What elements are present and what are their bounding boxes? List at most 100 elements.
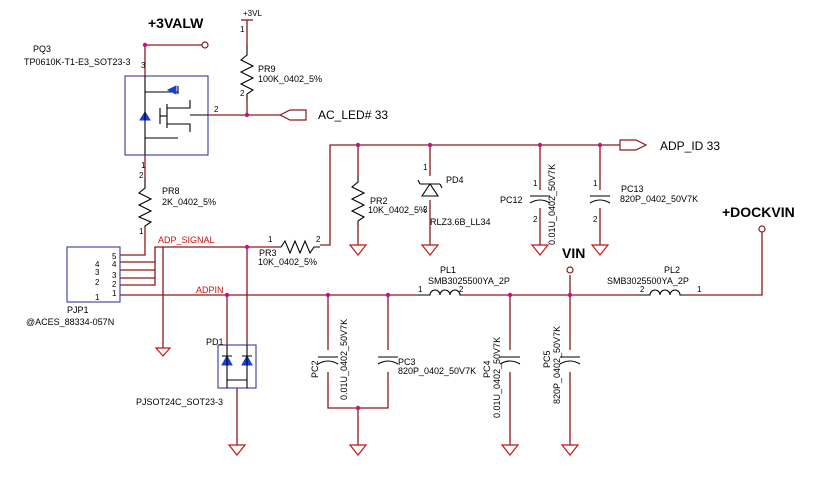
pr9-ref-label: PR9 [258, 64, 276, 74]
pin-label: 3 [141, 61, 146, 70]
pc2-capacitor: PC2 0.01U_0402_50V7K [310, 319, 349, 400]
pin-label: 1 [423, 163, 428, 172]
dockvin-terminal [758, 225, 766, 233]
port-adp-id-label: ADP_ID 33 [660, 139, 720, 153]
pr3-value-label: 10K_0402_5% [258, 257, 317, 267]
pq3-mosfet: 3 2 1 PQ3 TP0610K-T1-E3_SOT23-3 [24, 44, 219, 170]
pin-label: 2 [240, 89, 245, 98]
power-3vl-label: +3VL [243, 9, 262, 18]
junction-dot [427, 142, 433, 148]
pc12-value-label: 0.01U_0402_50V7K [547, 164, 557, 245]
pr2-resistor: PR2 10K_0402_5% [350, 176, 427, 226]
pc13-ref-label: PC13 [621, 184, 644, 194]
power-dockvin-label: +DOCKVIN [722, 204, 795, 220]
junction-dot [142, 42, 148, 48]
pin-label: 1 [697, 285, 702, 294]
pin-label: 2 [316, 235, 321, 244]
pc5-ref-label: PC5 [542, 350, 552, 368]
pjp1-pin-label: 2 [95, 278, 100, 287]
pr8-resistor: 2 1 PR8 2K_0402_5% [137, 171, 216, 236]
ac-led-port-flag [278, 109, 307, 121]
pin-label: 1 [593, 179, 598, 188]
pc2-ref-label: PC2 [310, 360, 320, 378]
pin-label: 2 [139, 171, 144, 180]
pin-label: 2 [459, 285, 464, 294]
pjp1-pin-label: 3 [112, 271, 117, 280]
wires [120, 20, 763, 445]
pjp1-pin-label: 5 [112, 252, 117, 261]
pjp1-pin-label: 1 [95, 293, 100, 302]
junction-dot [507, 292, 513, 298]
pc4-value-label: 0.01U_0402_50V7K [492, 337, 502, 418]
pin-label: 2 [593, 215, 598, 224]
pl1-ref-label: PL1 [440, 265, 456, 275]
ground-symbol [500, 444, 520, 456]
pjp1-connector: 5 4 3 2 1 3 2 1 4 PJP1 @ACES_88334-057N [26, 246, 121, 327]
junction-dot [597, 142, 603, 148]
pc3-capacitor: PC3 820P_0402_50V7K [377, 356, 476, 376]
pc3-ref-label: PC3 [398, 357, 416, 367]
pin-label: 1 [139, 227, 144, 236]
ground-symbol [420, 244, 440, 256]
pc4-capacitor: PC4 0.01U_0402_50V7K [482, 337, 521, 418]
port-flags: AC_LED# 33 ADP_ID 33 [278, 108, 720, 153]
junction-dot [567, 292, 573, 298]
pr2-ref-label: PR2 [370, 196, 388, 206]
pq3-value-label: TP0610K-T1-E3_SOT23-3 [24, 57, 131, 67]
pl2-inductor: 2 1 PL2 SMB3025500YA_2P [607, 265, 702, 296]
pr2-value-label: 10K_0402_5% [368, 205, 427, 215]
junction-dot [385, 292, 391, 298]
pr8-value-label: 2K_0402_5% [162, 197, 216, 207]
pjp1-value-label: @ACES_88334-057N [26, 317, 114, 327]
pr8-ref-label: PR8 [162, 186, 180, 196]
pl2-value-label: SMB3025500YA_2P [607, 276, 689, 286]
junction-dot [325, 292, 331, 298]
ground-symbol [348, 244, 368, 256]
pin-label: 2 [640, 285, 645, 294]
pin-label: 2 [423, 205, 428, 214]
ground-symbol [530, 244, 550, 256]
valw-terminal [201, 41, 209, 49]
pr3-resistor: 1 2 PR3 10K_0402_5% [258, 235, 321, 267]
pjp1-pin-label: 3 [95, 268, 100, 277]
pd1-value-label: PJSOT24C_SOT23-3 [136, 397, 223, 407]
pl1-value-label: SMB3025500YA_2P [428, 276, 510, 286]
pin-label: 1 [268, 235, 273, 244]
pc5-value-label: 820P_0402_50V7K [552, 326, 562, 404]
junction-dot [244, 244, 250, 250]
ground-symbol [560, 444, 580, 456]
pin-label: 1 [418, 285, 423, 294]
junction-dot [244, 112, 250, 118]
pc3-value-label: 820P_0402_50V7K [398, 366, 476, 376]
junction-dot [355, 405, 361, 411]
pl1-inductor: 1 2 PL1 SMB3025500YA_2P [418, 265, 510, 296]
pd1-tvs: PD1 PJSOT24C_SOT23-3 [136, 337, 257, 407]
junction-dot [224, 292, 230, 298]
power-symbols: +3VALW +3VL VIN +DOCKVIN [148, 9, 795, 274]
pc13-value-label: 820P_0402_50V7K [620, 194, 698, 204]
vin-terminal [566, 266, 574, 274]
pr9-value-label: 100K_0402_5% [258, 74, 322, 84]
junction-dot [537, 142, 543, 148]
pc12-ref-label: PC12 [500, 195, 523, 205]
pc13-capacitor: 1 2 PC13 820P_0402_50V7K [589, 179, 698, 224]
ground-symbol [154, 347, 172, 357]
pc2-value-label: 0.01U_0402_50V7K [339, 319, 349, 400]
pr9-resistor: 1 2 PR9 100K_0402_5% [239, 25, 322, 100]
pjp1-ref-label: PJP1 [67, 305, 89, 315]
power-vin-label: VIN [562, 245, 585, 261]
adp-id-port-flag [619, 139, 648, 151]
pin-label: 2 [533, 215, 538, 224]
pd4-ref-label: PD4 [446, 175, 464, 185]
pin-label: 1 [533, 179, 538, 188]
ground-symbols [154, 244, 610, 456]
junctions [142, 42, 603, 411]
net-adpin-label: ADPIN [196, 285, 224, 295]
pc4-ref-label: PC4 [482, 360, 492, 378]
pjp1-pin-label: 1 [112, 289, 117, 298]
ground-symbol [590, 244, 610, 256]
pd1-ref-label: PD1 [206, 337, 224, 347]
ground-symbol [348, 444, 368, 456]
